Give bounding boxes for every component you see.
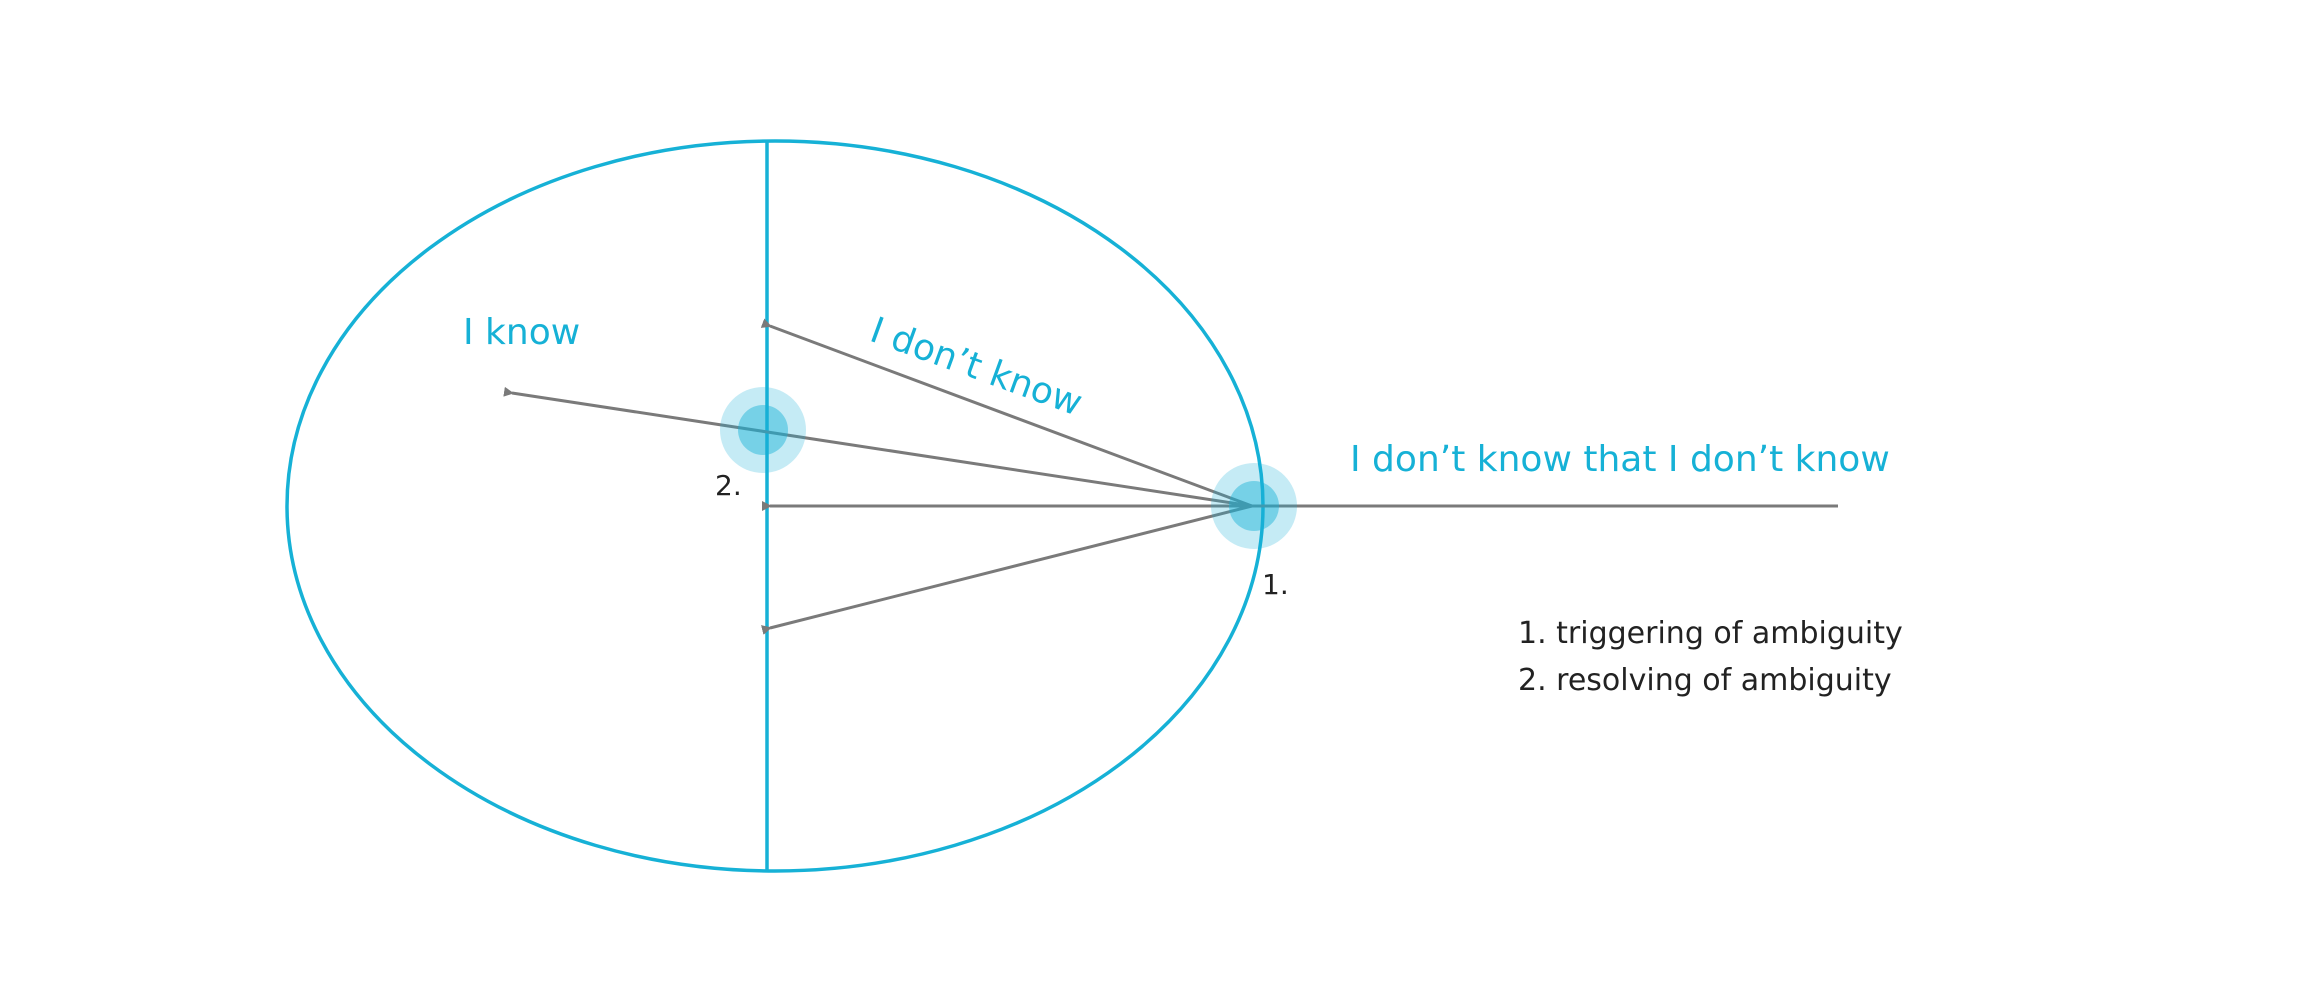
arrow-to-lower-divider [761,504,1253,635]
trigger-marker [1211,463,1297,549]
arrow-to-known [503,386,1253,508]
arrow-to-upper-divider [760,318,1253,508]
label-i-know: I know [463,312,580,353]
legend-item-trigger: 1. triggering of ambiguity [1518,616,1903,651]
legend: 1. triggering of ambiguity 2. resolving … [1518,616,1903,698]
label-i-dont-know: I don’t know [865,310,1088,424]
legend-item-resolve: 2. resolving of ambiguity [1518,663,1892,698]
label-i-dont-know-that-i-dont-know: I don’t know that I don’t know [1350,439,1890,480]
trigger-marker-label: 1. [1262,568,1289,601]
resolve-marker [720,387,806,473]
resolve-marker-label: 2. [715,469,742,502]
